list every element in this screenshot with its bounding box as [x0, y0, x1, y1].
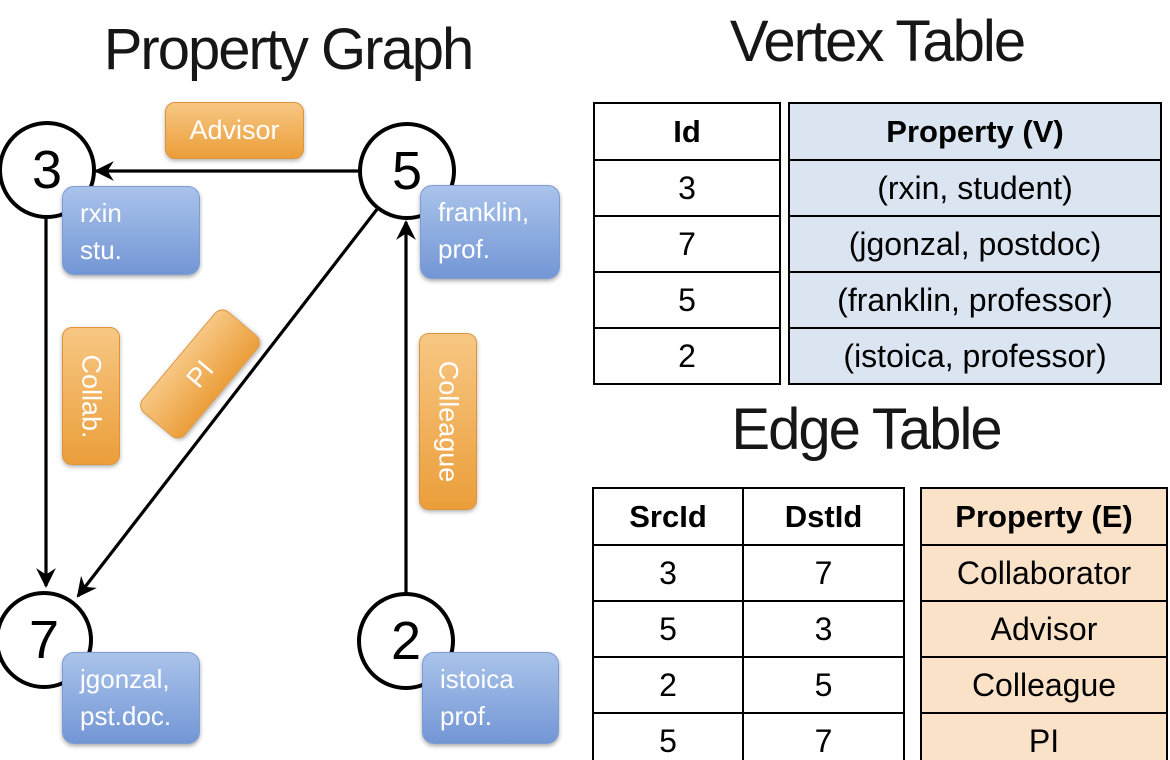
property-line: jgonzal,: [80, 664, 170, 694]
vertex-id-cell: 3: [593, 159, 781, 217]
vertex-5-circle: 5: [358, 122, 456, 220]
table-row: 3: [593, 159, 781, 217]
graph-edges-layer: [36, 161, 416, 598]
table-row: 2: [593, 327, 781, 385]
property-line: rxin: [80, 198, 122, 228]
edge-srcid-cell: 2: [592, 656, 744, 714]
column-header-dstid: DstId: [742, 487, 905, 546]
table-row: Advisor: [920, 600, 1168, 658]
table-row: (franklin, professor): [788, 271, 1162, 329]
edge-label-text: PI: [179, 354, 220, 394]
edge-pi-arrow: [76, 207, 380, 598]
edge-dstid-cell: 3: [742, 600, 905, 658]
vertex-3-id: 3: [31, 140, 63, 200]
edge-dstid-cell: 5: [742, 656, 905, 714]
property-line: istoica: [440, 664, 514, 694]
table-row: 5: [593, 271, 781, 329]
edge-table-id-columns: SrcId DstId 3 7 5 3 2 5 5 7: [592, 487, 905, 760]
edge-srcid-cell: 3: [592, 544, 744, 602]
table-row: 5 3: [592, 600, 905, 658]
table-row: Id: [593, 102, 781, 161]
table-row: 7: [593, 215, 781, 273]
edge-table-title: Edge Table: [731, 397, 1002, 462]
table-row: 5 7: [592, 712, 905, 760]
table-row: SrcId DstId: [592, 487, 905, 546]
edge-label-colleague: Colleague: [419, 333, 477, 510]
property-graph-title: Property Graph: [103, 17, 475, 82]
property-line: prof.: [440, 701, 493, 731]
vertex-property-cell: (istoica, professor): [788, 327, 1162, 385]
edge-property-cell: Colleague: [920, 656, 1168, 714]
vertex-5-id: 5: [391, 141, 423, 201]
property-line: prof.: [438, 234, 491, 264]
column-header-property-e: Property (E): [920, 487, 1168, 546]
vertex-2-id: 2: [390, 611, 422, 671]
edge-label-text: Advisor: [189, 115, 280, 145]
property-line: franklin,: [438, 197, 530, 227]
vertex-id-cell: 2: [593, 327, 781, 385]
table-row: 2 5: [592, 656, 905, 714]
vertex-3-property-box: rxin stu.: [62, 186, 200, 275]
edge-property-cell: PI: [920, 712, 1168, 760]
edge-table-property-column: Property (E) Collaborator Advisor Collea…: [920, 487, 1168, 760]
table-row: Property (E): [920, 487, 1168, 546]
vertex-7-id: 7: [28, 610, 60, 670]
table-row: Colleague: [920, 656, 1168, 714]
vertex-property-cell: (rxin, student): [788, 159, 1162, 217]
edge-label-text: Colleague: [433, 360, 464, 483]
edge-property-cell: Advisor: [920, 600, 1168, 658]
edge-label-advisor: Advisor: [165, 102, 304, 159]
edge-dstid-cell: 7: [742, 544, 905, 602]
vertex-5-property-box: franklin, prof.: [420, 185, 560, 279]
vertex-7-property-box: jgonzal, pst.doc.: [62, 652, 200, 744]
table-row: (istoica, professor): [788, 327, 1162, 385]
edge-label-text: Collab.: [76, 353, 107, 439]
table-row: Collaborator: [920, 544, 1168, 602]
vertex-2-property-box: istoica prof.: [422, 652, 559, 744]
column-header-property-v: Property (V): [788, 102, 1162, 161]
table-row: Property (V): [788, 102, 1162, 161]
table-row: 3 7: [592, 544, 905, 602]
edge-label-collab: Collab.: [62, 327, 120, 465]
column-header-srcid: SrcId: [592, 487, 744, 546]
edge-srcid-cell: 5: [592, 600, 744, 658]
edge-property-cell: Collaborator: [920, 544, 1168, 602]
table-row: PI: [920, 712, 1168, 760]
vertex-table-property-column: Property (V) (rxin, student) (jgonzal, p…: [788, 102, 1162, 385]
vertex-table-title: Vertex Table: [729, 9, 1026, 74]
property-line: stu.: [80, 235, 122, 265]
property-line: pst.doc.: [80, 701, 172, 731]
edge-srcid-cell: 5: [592, 712, 744, 760]
column-header-id: Id: [593, 102, 781, 161]
table-row: (jgonzal, postdoc): [788, 215, 1162, 273]
vertex-property-cell: (franklin, professor): [788, 271, 1162, 329]
vertex-table-id-column: Id 3 7 5 2: [593, 102, 781, 385]
edge-dstid-cell: 7: [742, 712, 905, 760]
vertex-property-cell: (jgonzal, postdoc): [788, 215, 1162, 273]
vertex-id-cell: 7: [593, 215, 781, 273]
table-row: (rxin, student): [788, 159, 1162, 217]
vertex-id-cell: 5: [593, 271, 781, 329]
